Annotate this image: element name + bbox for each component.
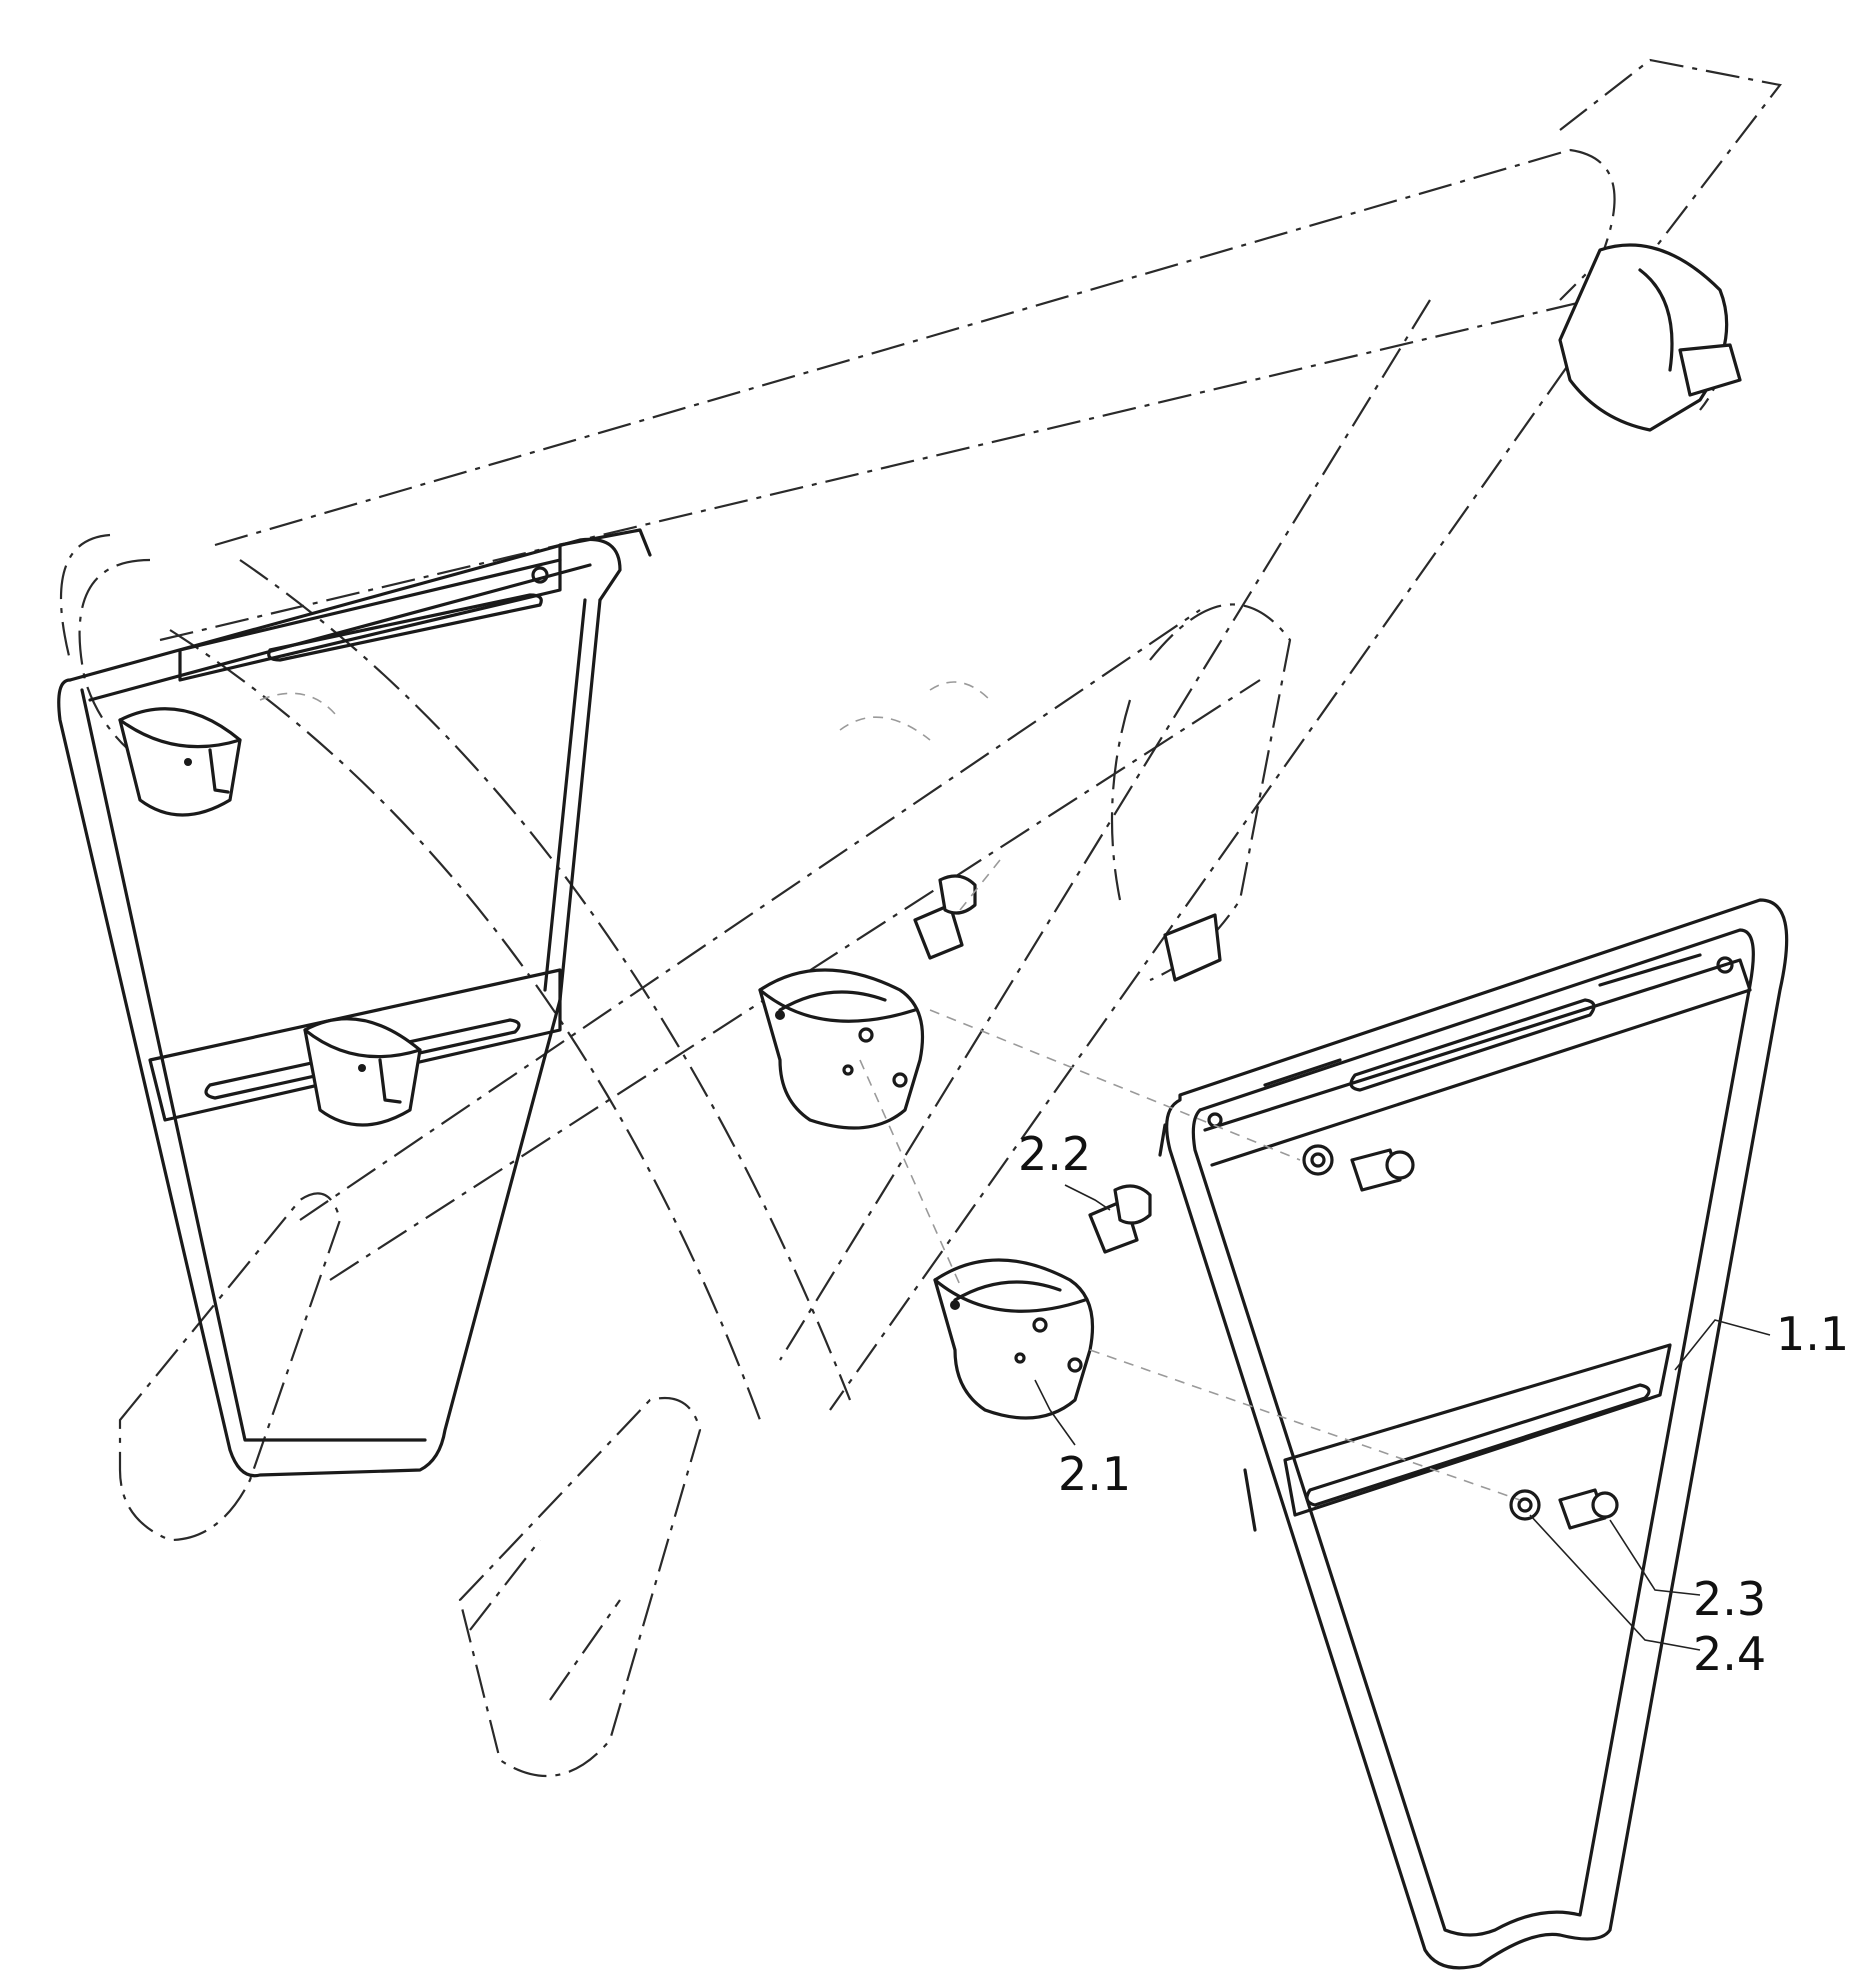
assembly-guide-lines <box>859 859 1521 1501</box>
callout-2-3: 2.3 <box>1693 1572 1766 1626</box>
brake-mount <box>1558 243 1742 432</box>
callout-leaders <box>1034 1184 1771 1651</box>
clamp-lower-left <box>303 1017 422 1127</box>
clamp-upper-left <box>118 707 242 817</box>
bicycle-frame-outline <box>59 58 1782 1778</box>
clamp-lower-exploded <box>933 1258 1094 1420</box>
callout-2-2: 2.2 <box>1018 1127 1091 1181</box>
frame-stud <box>1163 913 1222 982</box>
rack-1-1 <box>1158 898 1789 1970</box>
callout-2-1: 2.1 <box>1058 1447 1131 1501</box>
bolt-lower <box>1088 1184 1152 1254</box>
callout-1-1: 1.1 <box>1776 1307 1849 1361</box>
bolt-upper <box>913 874 977 960</box>
callout-2-4: 2.4 <box>1693 1627 1766 1681</box>
rack-left-mounted <box>57 528 652 1478</box>
clamp-upper-exploded <box>758 968 925 1130</box>
